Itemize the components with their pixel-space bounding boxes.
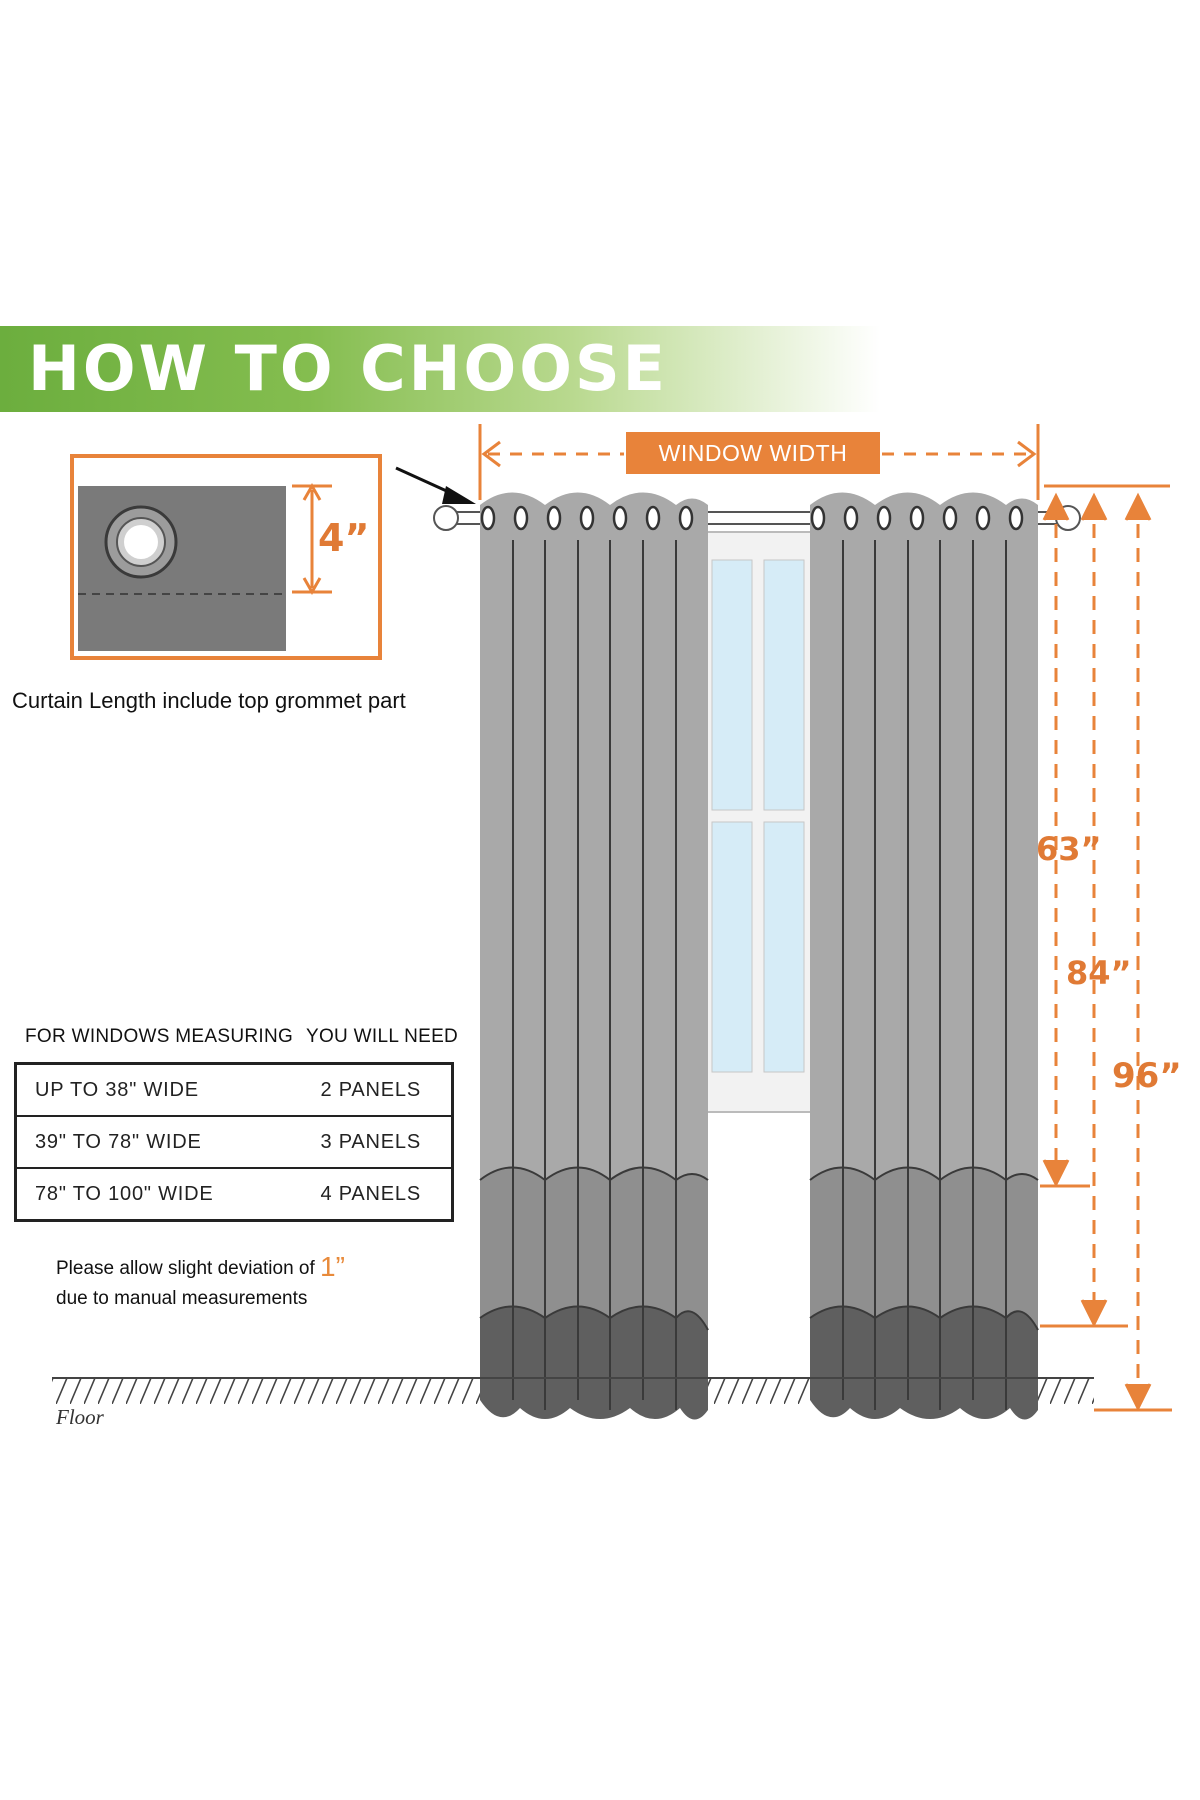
length-dimensions (1040, 484, 1172, 1412)
table-row: 39" TO 78" WIDE 3 PANELS (14, 1115, 455, 1169)
window-width-cell: 39" TO 78" WIDE (14, 1115, 278, 1169)
window-width-dimension (478, 424, 1040, 500)
length-label-96: 96” (1112, 1056, 1182, 1096)
table-header-need: YOU WILL NEED (306, 1026, 459, 1047)
grommet-height-label: 4” (318, 516, 370, 560)
window-width-cell: UP TO 38" WIDE (14, 1062, 278, 1117)
table-row: 78" TO 100" WIDE 4 PANELS (14, 1167, 455, 1222)
grommet-detail (70, 454, 382, 660)
curtain-panel-left (479, 492, 709, 1440)
length-label-84: 84” (1066, 954, 1132, 992)
floor-line (52, 1377, 1094, 1404)
panel-count-cell: 2 PANELS (277, 1062, 455, 1117)
deviation-note-line2: due to manual measurements (56, 1288, 308, 1309)
length-label-63: 63” (1036, 830, 1102, 868)
panel-size-table: UP TO 38" WIDE 2 PANELS 39" TO 78" WIDE … (14, 1062, 455, 1222)
deviation-note: Please allow slight deviation of 1” due … (56, 1252, 345, 1314)
panel-count-cell: 3 PANELS (277, 1115, 455, 1169)
panel-count-cell: 4 PANELS (277, 1167, 455, 1222)
title-banner (0, 326, 880, 412)
grommet-caption: Curtain Length include top grommet part (12, 688, 406, 713)
page-title: HOW TO CHOOSE (28, 332, 668, 405)
window-width-label: WINDOW WIDTH (626, 432, 880, 474)
curtain-panel-right (809, 492, 1039, 1440)
deviation-highlight: 1” (320, 1251, 345, 1282)
window-width-cell: 78" TO 100" WIDE (14, 1167, 278, 1222)
deviation-note-line1: Please allow slight deviation of (56, 1258, 315, 1279)
table-header-windows: FOR WINDOWS MEASURING (25, 1026, 294, 1047)
floor-label: Floor (56, 1405, 104, 1429)
pointer-arrow-icon (395, 466, 476, 504)
window (699, 531, 817, 1113)
table-row: UP TO 38" WIDE 2 PANELS (14, 1062, 455, 1117)
